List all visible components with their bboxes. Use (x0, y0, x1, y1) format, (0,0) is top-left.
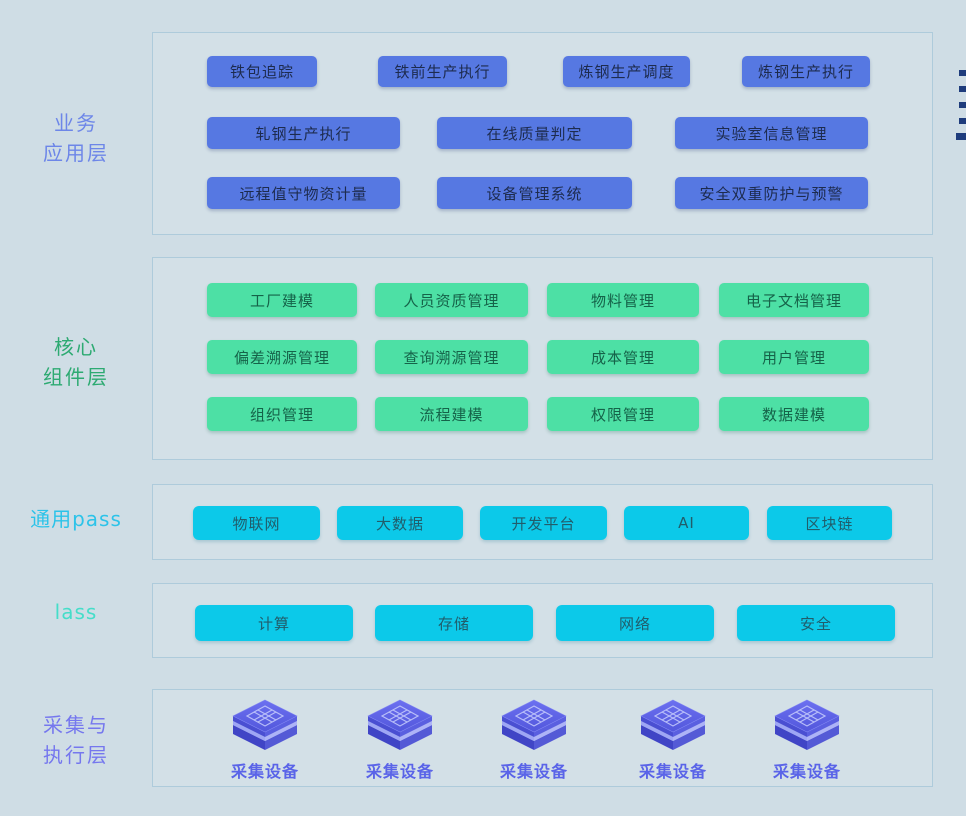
chip-icon (653, 705, 693, 727)
label-device-line2: 执行层 (43, 743, 109, 767)
business-app-button[interactable]: 远程值守物资计量 (207, 177, 400, 209)
edge-dot-icon (959, 118, 966, 124)
chip-icon (380, 705, 420, 727)
paas-service-button[interactable]: 大数据 (337, 506, 463, 540)
label-device-line1: 采集与 (43, 713, 109, 737)
core-component-button[interactable]: 工厂建模 (207, 283, 357, 317)
business-app-button[interactable]: 实验室信息管理 (675, 117, 868, 149)
paas-service-button[interactable]: AI (624, 506, 749, 540)
core-component-button[interactable]: 数据建模 (719, 397, 869, 431)
label-core-line2: 组件层 (43, 365, 109, 389)
core-component-button[interactable]: 成本管理 (547, 340, 699, 374)
business-app-button[interactable]: 安全双重防护与预警 (675, 177, 868, 209)
business-app-button[interactable]: 设备管理系统 (437, 177, 632, 209)
business-app-button[interactable]: 铁前生产执行 (378, 56, 507, 87)
label-device-layer: 采集与 执行层 (0, 710, 152, 770)
label-business-line1: 业务 (54, 111, 98, 135)
device-cube-icon (640, 699, 706, 750)
device-label: 采集设备 (772, 762, 841, 781)
device-cube-icon (501, 699, 567, 750)
device-label: 采集设备 (230, 762, 299, 781)
label-core-line1: 核心 (54, 335, 98, 359)
iaas-service-button[interactable]: 计算 (195, 605, 353, 641)
business-app-button[interactable]: 炼钢生产执行 (742, 56, 870, 87)
iaas-service-button[interactable]: 安全 (737, 605, 895, 641)
device-label: 采集设备 (638, 762, 707, 781)
label-paas-layer: 通用pass (30, 507, 122, 531)
label-core-layer: 核心 组件层 (0, 332, 152, 392)
chip-icon (787, 705, 827, 727)
core-component-button[interactable]: 偏差溯源管理 (207, 340, 357, 374)
core-component-button[interactable]: 人员资质管理 (375, 283, 528, 317)
chip-icon (514, 705, 554, 727)
device-cube-icon (367, 699, 433, 750)
device-cube-icon (232, 699, 298, 750)
edge-dot-icon (959, 70, 966, 76)
label-business-layer: 业务 应用层 (0, 108, 152, 168)
core-component-button[interactable]: 用户管理 (719, 340, 869, 374)
core-component-button[interactable]: 查询溯源管理 (375, 340, 528, 374)
core-component-button[interactable]: 电子文档管理 (719, 283, 869, 317)
business-app-button[interactable]: 炼钢生产调度 (563, 56, 690, 87)
edge-dot-icon (956, 133, 966, 140)
edge-dot-icon (959, 102, 966, 108)
business-app-button[interactable]: 铁包追踪 (207, 56, 317, 87)
core-component-button[interactable]: 流程建模 (375, 397, 528, 431)
label-iaas-layer: lass (54, 600, 98, 624)
label-business-line2: 应用层 (43, 141, 109, 165)
iaas-service-button[interactable]: 网络 (556, 605, 714, 641)
paas-service-button[interactable]: 开发平台 (480, 506, 607, 540)
iaas-service-button[interactable]: 存储 (375, 605, 533, 641)
business-app-button[interactable]: 在线质量判定 (437, 117, 632, 149)
business-app-button[interactable]: 轧钢生产执行 (207, 117, 400, 149)
chip-icon (245, 705, 285, 727)
core-component-button[interactable]: 物料管理 (547, 283, 699, 317)
core-component-button[interactable]: 权限管理 (547, 397, 699, 431)
paas-service-button[interactable]: 物联网 (193, 506, 320, 540)
paas-service-button[interactable]: 区块链 (767, 506, 892, 540)
device-cube-icon (774, 699, 840, 750)
edge-dot-icon (959, 86, 966, 92)
device-label: 采集设备 (499, 762, 568, 781)
device-label: 采集设备 (365, 762, 434, 781)
core-component-button[interactable]: 组织管理 (207, 397, 357, 431)
